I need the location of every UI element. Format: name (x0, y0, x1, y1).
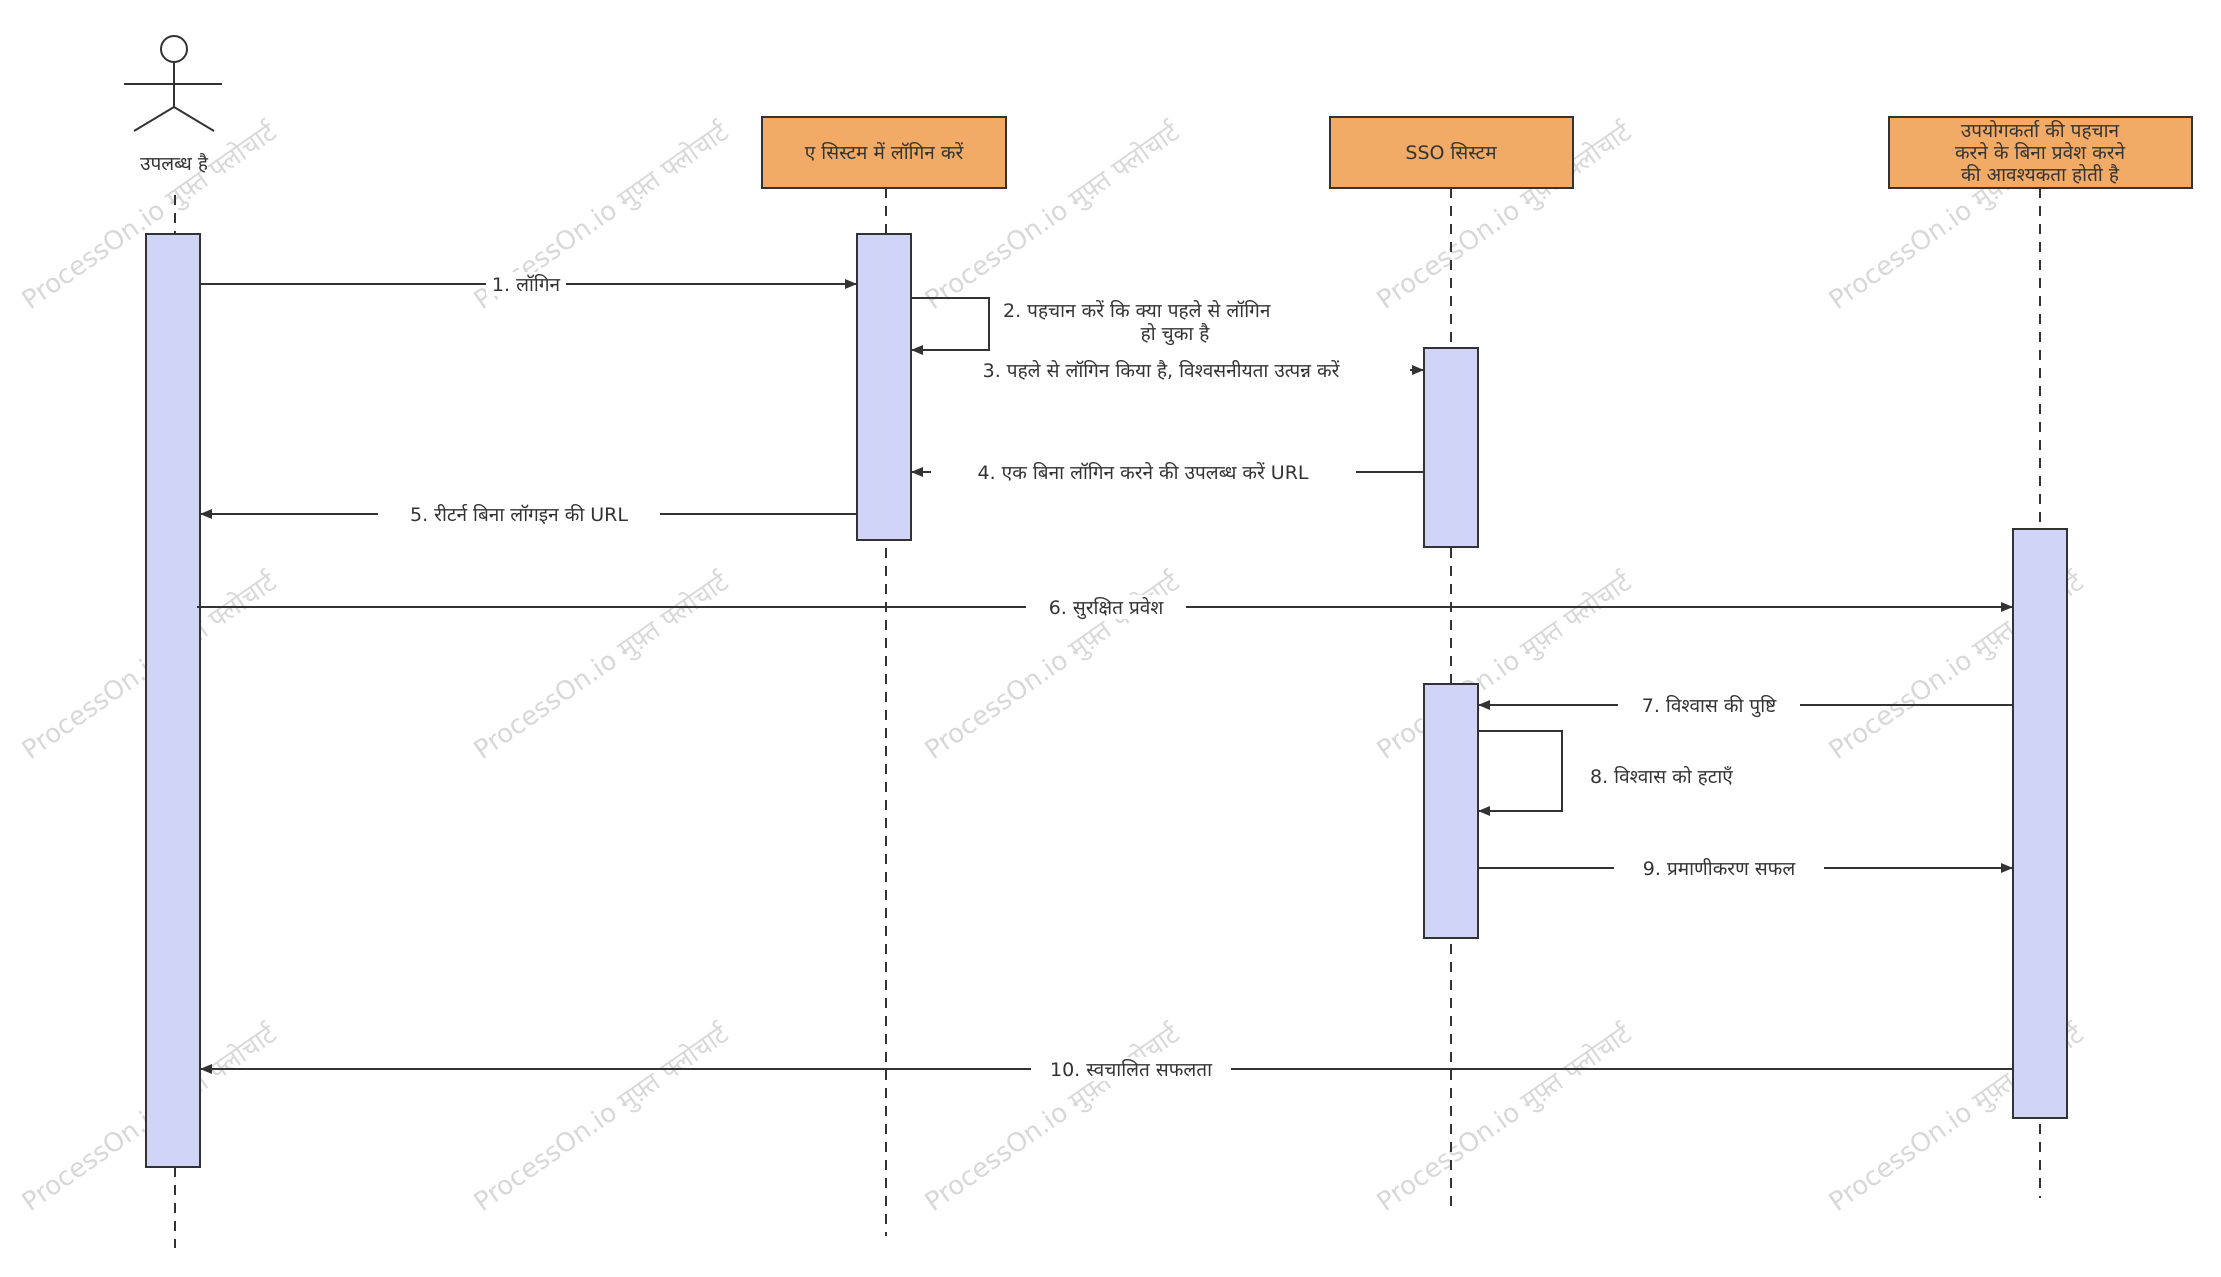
sso-activation-2 (1423, 683, 1479, 939)
message-label: 4. एक बिना लॉगिन करने की उपलब्ध करें URL (978, 461, 1309, 484)
message-label: 8. विश्वास को हटाएँ (1590, 765, 1733, 788)
message-label: 10. स्वचालित सफलता (1050, 1058, 1213, 1081)
watermark-layer: ProcessOn.io मुफ़्त फ्लोचार्ट ProcessOn.i… (16, 116, 2090, 1218)
message-2: 2. पहचान करें कि क्या पहले से लॉगिन हो च… (911, 297, 1271, 355)
message-6: 6. सुरक्षित प्रवेश (197, 595, 2013, 620)
system-b-activation (2012, 528, 2068, 1119)
message-3: 3. पहले से लॉगिन किया है, विश्वसनीयता उत… (911, 358, 1424, 382)
actor-activation (145, 233, 201, 1168)
message-label: 7. विश्वास की पुष्टि (1642, 694, 1777, 718)
participant-label: SSO सिस्टम (1405, 141, 1497, 164)
watermark-text: ProcessOn.io मुफ़्त फ्लोचार्ट (1371, 1018, 1638, 1218)
message-label: 9. प्रमाणीकरण सफल (1643, 857, 1797, 880)
participant-sso: SSO सिस्टम (1329, 116, 1574, 189)
participant-system-a: ए सिस्टम में लॉगिन करें (761, 116, 1007, 189)
message-8: 8. विश्वास को हटाएँ (1478, 730, 1733, 816)
message-label-line: 2. पहचान करें कि क्या पहले से लॉगिन (1003, 299, 1271, 322)
watermark-text: ProcessOn.io मुफ़्त फ्लोचार्ट (919, 1018, 1186, 1218)
watermark-text: ProcessOn.io मुफ़्त फ्लोचार्ट (468, 566, 735, 766)
message-label: 6. सुरक्षित प्रवेश (1049, 596, 1165, 620)
message-label: 1. लॉगिन (492, 273, 561, 296)
participant-label-line: करने के बिना प्रवेश करने (1955, 141, 2126, 164)
message-label-line: हो चुका है (1141, 322, 1211, 346)
participant-label: ए सिस्टम में लॉगिन करें (805, 141, 965, 164)
stick-figure-icon (124, 35, 222, 132)
system-a-activation (856, 233, 912, 541)
message-5: 5. रीटर्न बिना लॉगइन की URL (200, 502, 857, 526)
message-label: 3. पहले से लॉगिन किया है, विश्वसनीयता उत… (983, 359, 1341, 382)
actor-label: उपलब्ध है (140, 152, 209, 175)
participant-label-line: की आवश्यकता होती है (1961, 163, 2120, 186)
watermark-text: ProcessOn.io मुफ़्त फ्लोचार्ट (1371, 566, 1638, 766)
message-9: 9. प्रमाणीकरण सफल (1478, 856, 2013, 880)
sso-activation-1 (1423, 347, 1479, 548)
watermark-text: ProcessOn.io मुफ़्त फ्लोचार्ट (468, 1018, 735, 1218)
message-7: 7. विश्वास की पुष्टि (1478, 693, 2013, 718)
message-1: 1. लॉगिन (200, 272, 857, 296)
participant-label-line: उपयोगकर्ता की पहचान (1961, 119, 2120, 142)
message-label: 5. रीटर्न बिना लॉगइन की URL (410, 503, 628, 526)
message-10: 10. स्वचालित सफलता (200, 1057, 2013, 1081)
message-4: 4. एक बिना लॉगिन करने की उपलब्ध करें URL (911, 460, 1424, 484)
participant-system-b: उपयोगकर्ता की पहचान करने के बिना प्रवेश … (1888, 116, 2193, 189)
